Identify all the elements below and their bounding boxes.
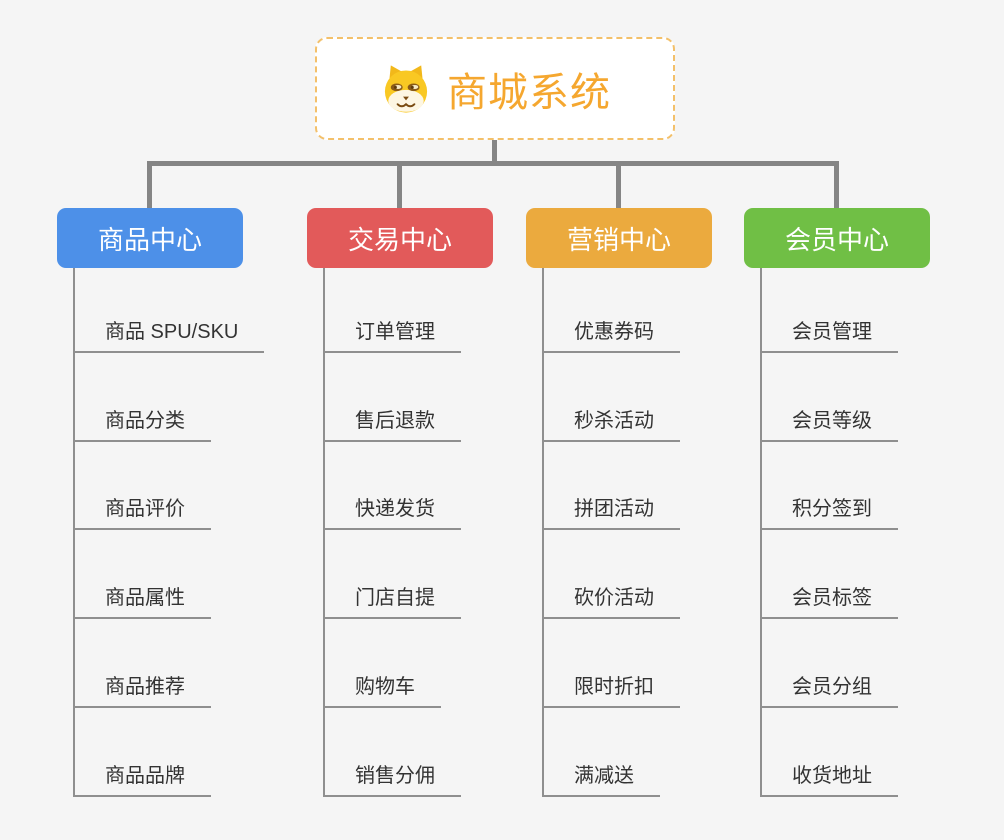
leaf-topic[interactable]: 商品分类 <box>75 353 264 442</box>
leaf-label: 订单管理 <box>325 315 461 353</box>
leaf-label: 商品推荐 <box>75 670 211 708</box>
leaf-topic[interactable]: 砍价活动 <box>544 530 680 620</box>
leaf-label: 会员分组 <box>762 670 898 708</box>
branch-node-trade[interactable]: 交易中心 <box>307 208 493 268</box>
branch-node-member[interactable]: 会员中心 <box>744 208 930 268</box>
leaf-topic[interactable]: 积分签到 <box>762 442 898 531</box>
branch-label: 营销中心 <box>566 224 671 255</box>
leaf-label: 商品属性 <box>75 581 211 620</box>
connector-branch-trade <box>397 161 402 209</box>
leaf-topic[interactable]: 满减送 <box>544 708 680 797</box>
root-topic-title: 商城系统 <box>447 70 611 115</box>
leaf-topic[interactable]: 商品品牌 <box>75 708 264 797</box>
leaf-topic[interactable]: 优惠券码 <box>544 264 680 353</box>
leaf-label: 限时折扣 <box>544 670 680 708</box>
leaf-topic[interactable]: 拼团活动 <box>544 442 680 531</box>
shiba-dog-face-icon <box>379 62 433 116</box>
leaf-label: 销售分佣 <box>325 759 461 797</box>
leaf-label: 商品评价 <box>75 492 211 531</box>
leaf-label: 会员等级 <box>762 404 898 442</box>
leaf-label: 会员标签 <box>762 581 898 620</box>
connector-root-drop <box>492 139 497 166</box>
leaf-topic[interactable]: 会员分组 <box>762 619 898 708</box>
branch-node-product[interactable]: 商品中心 <box>57 208 243 268</box>
leaf-label: 商品 SPU/SKU <box>75 315 265 353</box>
root-topic[interactable]: 商城系统 <box>315 37 675 140</box>
leaf-column-product: 商品 SPU/SKU 商品分类 商品评价 商品属性 商品推荐 商品品牌 <box>73 264 265 797</box>
connector-branch-marketing <box>616 161 621 209</box>
connector-branch-member <box>834 161 839 209</box>
leaf-column-marketing: 优惠券码 秒杀活动 拼团活动 砍价活动 限时折扣 满减送 <box>542 264 680 797</box>
leaf-topic[interactable]: 会员等级 <box>762 353 898 442</box>
leaf-topic[interactable]: 订单管理 <box>325 264 461 353</box>
leaf-column-trade: 订单管理 售后退款 快递发货 门店自提 购物车 销售分佣 <box>323 264 461 797</box>
connector-bus <box>148 161 838 166</box>
branch-label: 会员中心 <box>784 224 889 255</box>
leaf-label: 砍价活动 <box>544 581 680 620</box>
leaf-label: 优惠券码 <box>544 315 680 353</box>
leaf-topic[interactable]: 商品推荐 <box>75 619 264 708</box>
leaf-topic[interactable]: 门店自提 <box>325 530 461 620</box>
leaf-topic[interactable]: 商品属性 <box>75 530 264 620</box>
branch-label: 交易中心 <box>347 224 452 255</box>
leaf-topic[interactable]: 销售分佣 <box>325 708 461 797</box>
leaf-label: 积分签到 <box>762 492 898 531</box>
branch-label: 商品中心 <box>97 224 202 255</box>
leaf-label: 商品分类 <box>75 404 211 442</box>
leaf-label: 售后退款 <box>325 404 461 442</box>
leaf-label: 快递发货 <box>325 492 461 531</box>
connector-branch-product <box>147 161 152 209</box>
leaf-topic[interactable]: 会员管理 <box>762 264 898 353</box>
leaf-label: 秒杀活动 <box>544 404 680 442</box>
leaf-topic[interactable]: 售后退款 <box>325 353 461 442</box>
branch-node-marketing[interactable]: 营销中心 <box>526 208 712 268</box>
leaf-topic[interactable]: 快递发货 <box>325 442 461 531</box>
leaf-label: 会员管理 <box>762 315 898 353</box>
leaf-topic[interactable]: 购物车 <box>325 619 461 708</box>
leaf-label: 收货地址 <box>762 759 898 797</box>
leaf-topic[interactable]: 商品评价 <box>75 442 264 531</box>
leaf-topic[interactable]: 商品 SPU/SKU <box>75 264 265 353</box>
leaf-topic[interactable]: 限时折扣 <box>544 619 680 708</box>
leaf-topic[interactable]: 秒杀活动 <box>544 353 680 442</box>
leaf-topic[interactable]: 收货地址 <box>762 708 898 797</box>
leaf-label: 商品品牌 <box>75 759 211 797</box>
leaf-column-member: 会员管理 会员等级 积分签到 会员标签 会员分组 收货地址 <box>760 264 898 797</box>
leaf-topic[interactable]: 会员标签 <box>762 530 898 620</box>
leaf-label: 满减送 <box>544 759 660 797</box>
leaf-label: 购物车 <box>325 670 441 708</box>
leaf-label: 拼团活动 <box>544 492 680 531</box>
leaf-label: 门店自提 <box>325 581 461 620</box>
